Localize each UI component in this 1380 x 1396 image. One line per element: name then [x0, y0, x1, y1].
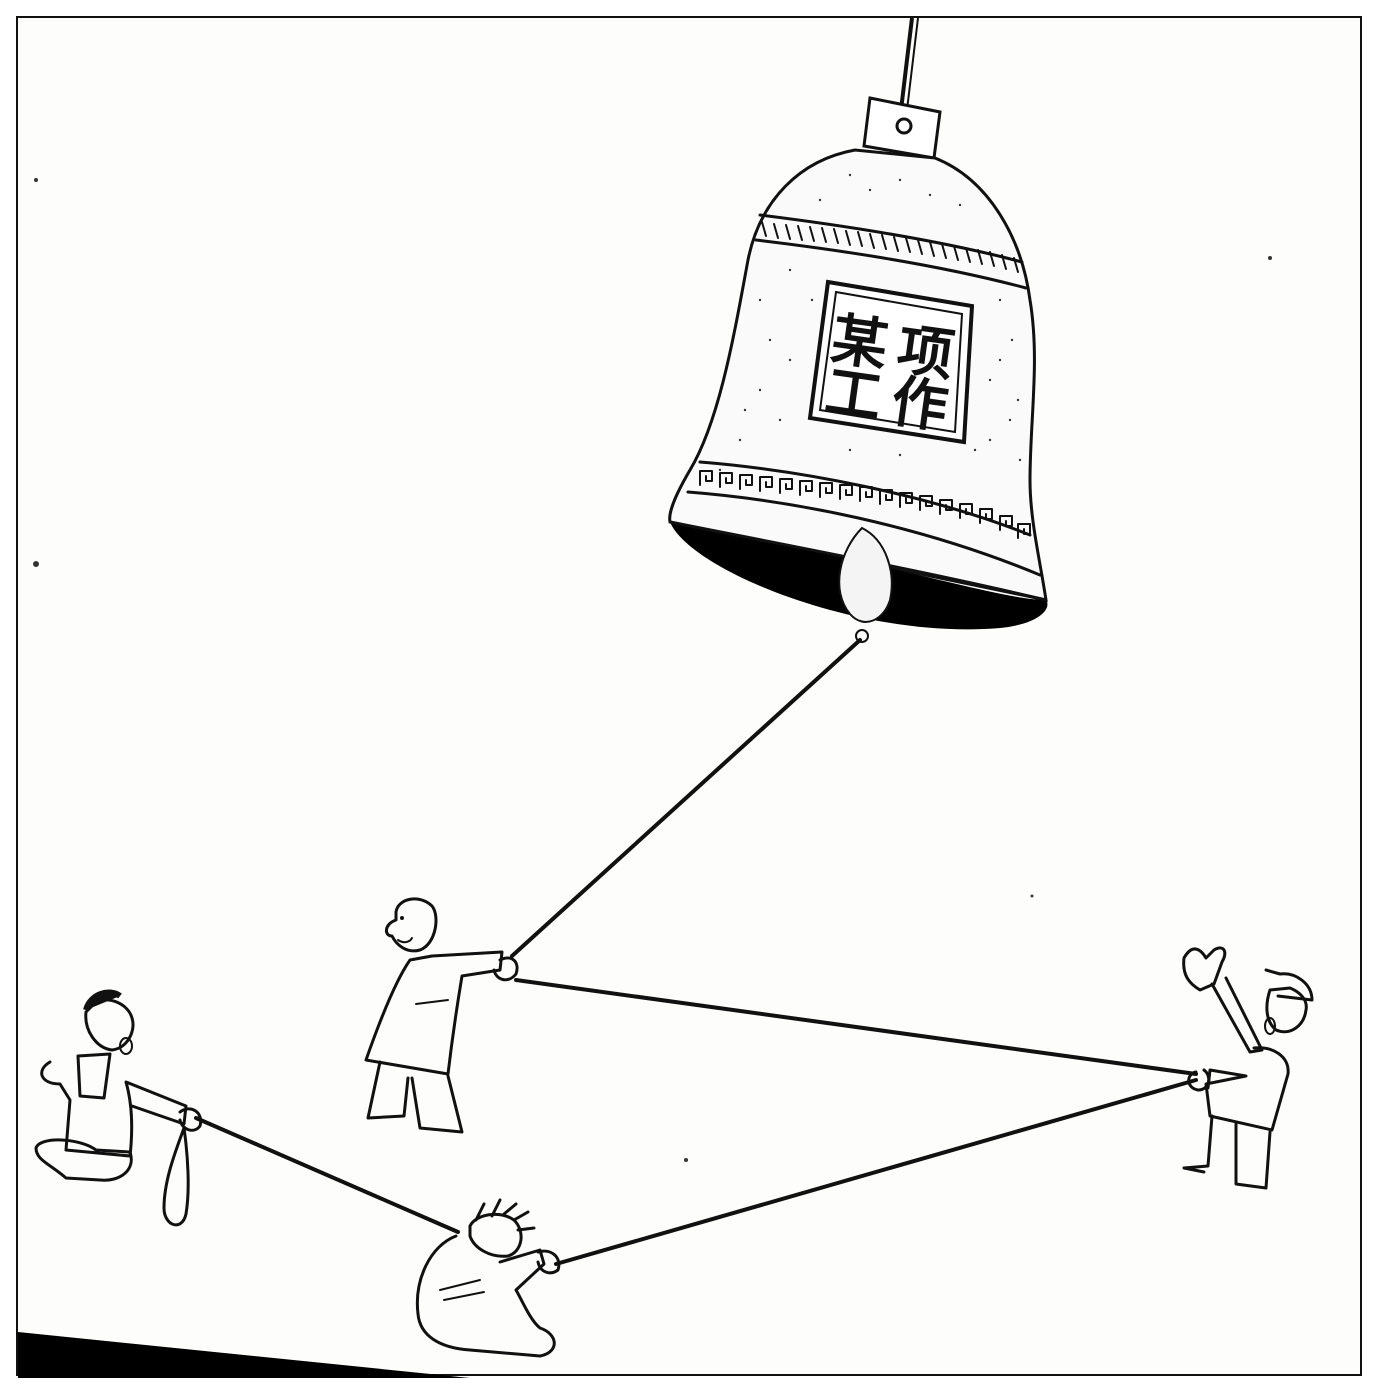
cap-man-arm-up [1210, 976, 1264, 1054]
bald-man-head [385, 897, 438, 953]
cap-man-raised-hand [1182, 946, 1227, 992]
bell-lower-band [686, 460, 1042, 577]
rope-cap-man-to-crouching-man [554, 1078, 1198, 1266]
rope-bell-to-bald-man [510, 638, 862, 958]
bell: 某 项 工 作 [668, 96, 1048, 643]
bald-man-body [364, 950, 504, 1076]
cap-man-body [1204, 1046, 1290, 1132]
paper-specks [33, 178, 1272, 1162]
figure-cap-man [1182, 946, 1314, 1190]
ropes [194, 638, 1198, 1266]
cap-man-head [1265, 986, 1308, 1034]
figure-kneeling-man [34, 989, 203, 1227]
floor-shadow [18, 1332, 470, 1378]
plaque-char-1: 某 [827, 306, 892, 379]
bell-stipple [718, 173, 1022, 472]
kneeling-man-bag [162, 1126, 190, 1227]
bell-upper-band [754, 213, 1028, 290]
bell-crown-hole [895, 117, 913, 135]
bell-clapper [838, 526, 893, 623]
cap-man-cap [1264, 968, 1314, 1002]
kneeling-man-body [40, 1060, 188, 1158]
clapper-ring [855, 629, 869, 643]
kneeling-man-knees [34, 1138, 133, 1182]
plaque-char-3: 工 [821, 358, 886, 431]
cartoon-frame [16, 16, 1362, 1376]
cap-man-legs [1182, 1114, 1272, 1190]
figure-crouching-man [415, 1198, 561, 1358]
rope-bald-man-to-cap-man [514, 978, 1198, 1076]
rope-crouching-man-to-kneeling-man [194, 1116, 460, 1234]
crouching-man-hair [474, 1198, 536, 1232]
plaque-char-4: 作 [887, 368, 952, 441]
bald-man-legs [366, 1060, 464, 1134]
figure-bald-man [364, 897, 519, 1134]
bell-plaque: 某 项 工 作 [807, 279, 975, 445]
plaque-char-2: 项 [893, 316, 958, 389]
bell-crown [862, 96, 942, 160]
crouching-man-head [468, 1212, 523, 1258]
bell-hanger-rod [899, 17, 919, 111]
kneeling-man-head [84, 998, 135, 1052]
crouching-man-body [415, 1234, 556, 1358]
kneeling-man-cup [76, 1052, 112, 1100]
